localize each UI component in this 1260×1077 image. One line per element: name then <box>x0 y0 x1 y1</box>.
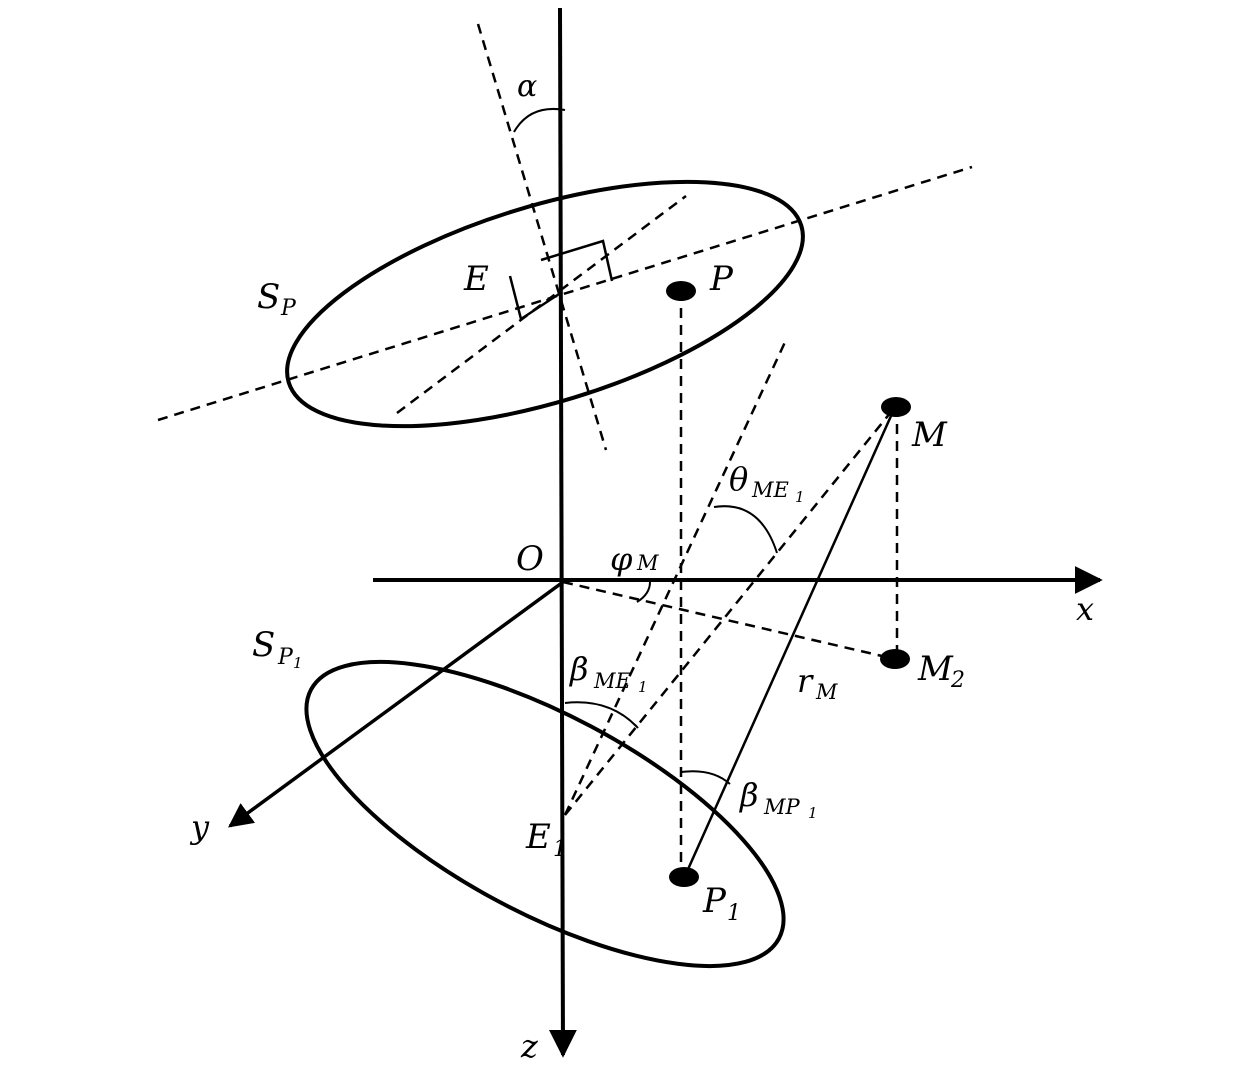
svg-text:β: β <box>739 776 759 814</box>
label-m2: M 2 <box>917 649 965 693</box>
e1-m-line <box>564 406 896 816</box>
label-phi-m: φ M <box>610 540 659 578</box>
label-beta-me1: β ME 1 <box>569 650 648 696</box>
svg-text:M: M <box>815 680 838 704</box>
o-m2-line <box>562 580 896 661</box>
svg-text:P: P <box>702 881 727 921</box>
svg-text:2: 2 <box>950 668 965 693</box>
svg-text:β: β <box>569 650 589 688</box>
phi-arc <box>636 581 651 603</box>
svg-text:1: 1 <box>553 837 567 862</box>
right-angle-marker-2 <box>540 239 614 282</box>
label-y: y <box>189 808 210 846</box>
alpha-arc <box>513 108 566 133</box>
svg-text:θ: θ <box>729 460 748 498</box>
svg-text:r: r <box>797 662 814 700</box>
svg-text:ME: ME <box>751 478 789 502</box>
e1-direction-line <box>563 339 788 816</box>
disk-sp-normal <box>476 23 608 451</box>
disk-sp-diameter-short <box>396 195 687 414</box>
label-x: x <box>1076 590 1094 628</box>
label-e: E <box>463 259 489 299</box>
label-m: M <box>911 415 948 455</box>
label-sp1: S P 1 <box>252 625 303 672</box>
beta-me1-arc <box>564 701 639 729</box>
svg-text:E: E <box>525 817 551 857</box>
label-p: P <box>709 259 734 299</box>
beta-mp1-arc <box>680 770 731 785</box>
svg-text:S: S <box>257 277 280 317</box>
label-alpha: α <box>517 69 537 104</box>
svg-text:P: P <box>277 645 294 670</box>
disk-sp1 <box>304 659 786 969</box>
svg-text:1: 1 <box>293 654 303 672</box>
label-z: z <box>520 1027 539 1065</box>
svg-text:S: S <box>252 625 275 665</box>
theta-arc <box>713 505 778 554</box>
point-p <box>666 281 696 301</box>
svg-text:1: 1 <box>795 488 805 506</box>
disk-sp-diameter-long <box>157 165 973 422</box>
label-sp: S P <box>257 277 297 321</box>
z-axis <box>548 7 577 1058</box>
svg-text:M: M <box>917 649 954 689</box>
svg-text:MP: MP <box>763 795 801 819</box>
label-e1: E 1 <box>525 817 567 862</box>
point-p1 <box>669 867 699 887</box>
svg-text:ME: ME <box>593 669 631 693</box>
point-m <box>881 397 911 417</box>
svg-text:P: P <box>280 296 297 321</box>
label-o: O <box>516 539 544 579</box>
label-beta-mp1: β MP 1 <box>739 776 818 822</box>
right-angle-marker-1 <box>508 275 560 322</box>
svg-text:1: 1 <box>727 901 741 926</box>
svg-text:φ: φ <box>610 540 633 578</box>
svg-text:M: M <box>636 551 659 575</box>
disk-sp <box>285 179 805 429</box>
y-axis <box>228 580 565 828</box>
label-r-m: r M <box>797 662 838 704</box>
svg-text:1: 1 <box>638 678 648 696</box>
label-theta-me1: θ ME 1 <box>729 460 805 506</box>
svg-text:1: 1 <box>808 804 818 822</box>
p1-m-line <box>683 406 897 877</box>
label-p1: P 1 <box>702 881 741 926</box>
point-m2 <box>880 649 910 669</box>
